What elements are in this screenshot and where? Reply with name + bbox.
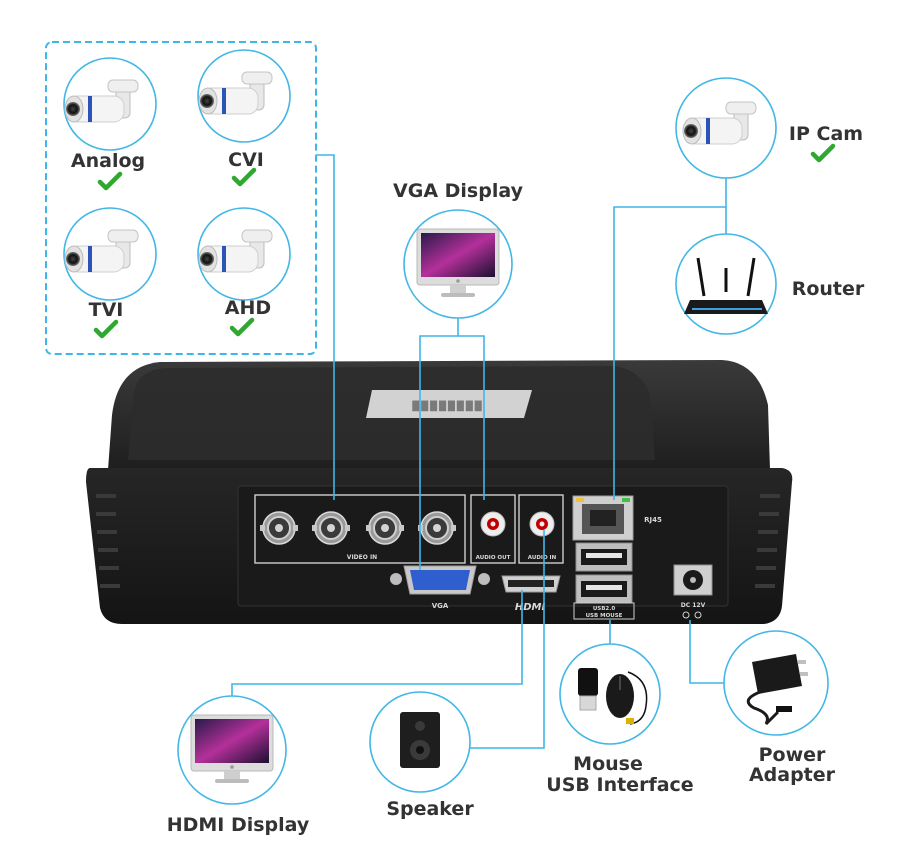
wire-ip-cam: [613, 178, 727, 500]
camera-analog: Analog: [63, 57, 157, 188]
usb-label-1: USB2.0: [593, 606, 616, 612]
mouse-label-2: USB Interface: [546, 774, 693, 796]
video-in-label: VIDEO IN: [347, 554, 377, 561]
hdmi-label: HDMI: [515, 602, 546, 613]
vga-display-device: VGA Display: [393, 180, 524, 319]
usb-label-2: USB MOUSE: [586, 613, 623, 619]
video-in-ports: VIDEO IN: [254, 494, 466, 564]
check-icon: [234, 170, 254, 184]
audio-in-label: AUDIO IN: [528, 555, 557, 561]
speaker-icon: [400, 712, 440, 768]
audio-out-label: AUDIO OUT: [476, 555, 511, 561]
dc-label: DC 12V: [681, 602, 706, 609]
hdmi-port: HDMI: [501, 575, 561, 613]
dc-power-port: DC 12V: [673, 564, 713, 619]
cvi-label: CVI: [228, 149, 264, 171]
rj45-port: RJ45: [572, 495, 662, 541]
power-label-1: Power: [759, 744, 826, 766]
check-icon: [232, 320, 252, 334]
wire-vga: [419, 318, 459, 570]
vga-label: VGA: [432, 602, 449, 610]
ahd-label: AHD: [225, 297, 271, 319]
check-icon: [813, 146, 833, 160]
audio-out-port: AUDIO OUT: [470, 494, 516, 564]
audio-in-port: AUDIO IN: [518, 494, 564, 564]
ip-cam-label: IP Cam: [789, 123, 863, 145]
wire-audio-out: [458, 335, 485, 500]
camera-cvi: CVI: [197, 49, 291, 184]
analog-label: Analog: [71, 150, 145, 172]
router-device: Router: [675, 233, 865, 335]
router-label: Router: [792, 278, 865, 300]
camera-ahd: AHD: [197, 207, 291, 334]
vga-display-label: VGA Display: [393, 180, 524, 202]
vga-port: VGA: [390, 565, 490, 610]
top-plate-text: ████████: [411, 400, 483, 412]
check-icon: [100, 174, 120, 188]
speaker-device: Speaker: [369, 691, 474, 820]
power-adapter-device: Power Adapter: [723, 630, 836, 786]
camera-tvi: TVI: [63, 207, 157, 336]
check-icon: [96, 322, 116, 336]
hdmi-display-device: HDMI Display: [167, 695, 310, 836]
mouse-label-1: Mouse: [573, 753, 643, 775]
wire-cameras: [316, 154, 335, 500]
analog-camera-group: Analog CVI TVI AHD: [45, 41, 317, 355]
router-icon: [684, 257, 768, 314]
connection-wires: [231, 154, 727, 749]
wire-hdmi: [231, 590, 523, 700]
speaker-label: Speaker: [386, 798, 474, 820]
usb-ports: USB2.0 USB MOUSE: [573, 542, 635, 620]
tvi-label: TVI: [89, 299, 124, 321]
wire-power: [689, 620, 724, 684]
power-adapter-icon: [746, 654, 808, 726]
power-label-2: Adapter: [749, 764, 836, 786]
usb-dongle-icon: [578, 668, 598, 711]
wire-speaker: [466, 530, 545, 749]
mouse-usb-device: Mouse USB Interface: [546, 643, 694, 796]
rj45-label: RJ45: [644, 516, 662, 524]
hdmi-display-label: HDMI Display: [167, 814, 310, 836]
ip-cam-device: IP Cam: [675, 77, 863, 179]
mouse-icon: [606, 671, 648, 725]
